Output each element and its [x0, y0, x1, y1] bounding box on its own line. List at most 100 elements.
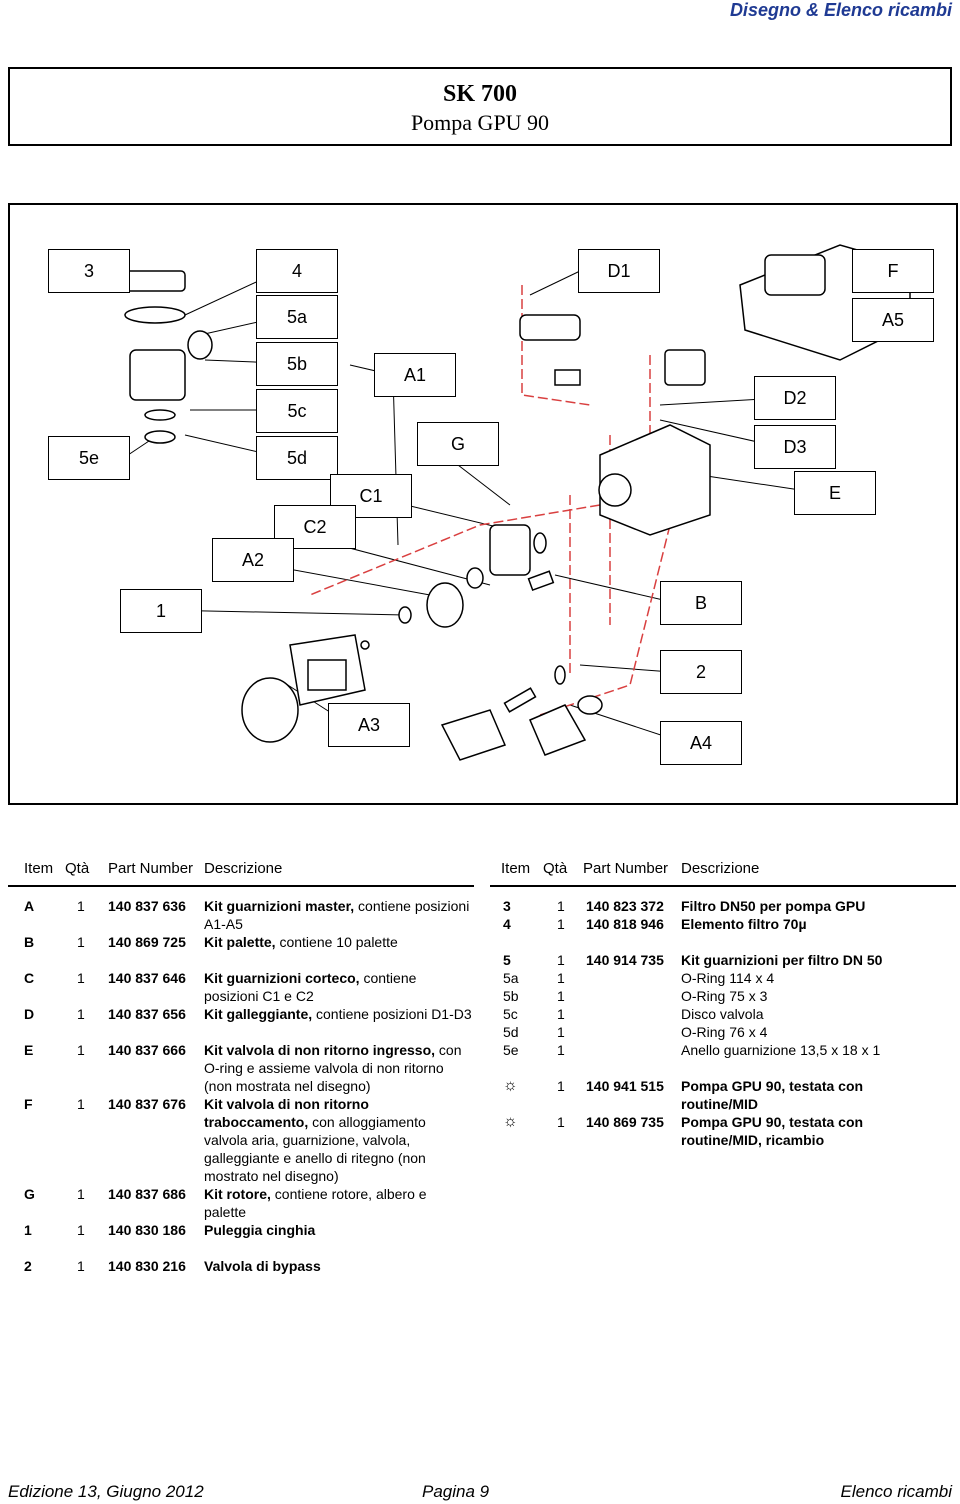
callout-5b: 5b: [256, 342, 338, 386]
col-header-item-left: Item: [24, 860, 54, 877]
header-rule-right: [490, 885, 956, 887]
row-item: 5e: [503, 1042, 519, 1058]
exploded-drawing-art: [124, 244, 911, 761]
row-item: E: [24, 1042, 34, 1058]
callout-E: E: [794, 471, 876, 515]
col-header-pn-left: Part Number: [108, 860, 194, 877]
row-item: ☼: [503, 1077, 518, 1094]
row-qta: 1: [557, 988, 565, 1004]
row-part-number: 140 837 646: [108, 970, 186, 986]
row-item: B: [24, 934, 35, 950]
row-part-number: 140 837 666: [108, 1042, 186, 1058]
row-part-number: 140 818 946: [586, 916, 664, 932]
row-part-number: 140 837 686: [108, 1186, 186, 1202]
row-part-number: 140 837 656: [108, 1006, 186, 1022]
row-item: C: [24, 970, 35, 986]
footer-page-number: Pagina 9: [422, 1482, 490, 1501]
callout-A4: A4: [660, 721, 742, 765]
row-part-number: 140 830 216: [108, 1258, 186, 1274]
row-item: 3: [503, 898, 511, 914]
header-rule-left: [8, 885, 474, 887]
callout-B: B: [660, 581, 742, 625]
row-description: Anello guarnizione 13,5 x 18 x 1: [681, 1042, 881, 1058]
callout-2: 2: [660, 650, 742, 694]
row-qta: 1: [557, 970, 565, 986]
row-part-number: 140 823 372: [586, 898, 664, 914]
callout-D1: D1: [578, 249, 660, 293]
row-description: Kit guarnizioni master, contiene posizio…: [204, 898, 470, 932]
row-item: 2: [24, 1258, 32, 1274]
callout-3: 3: [48, 249, 130, 293]
row-description: Kit palette, contiene 10 palette: [204, 934, 398, 950]
row-description: Kit valvola di non ritorno ingresso, con…: [204, 1042, 462, 1094]
row-description: Disco valvola: [681, 1006, 764, 1022]
row-description: O-Ring 76 x 4: [681, 1024, 768, 1040]
row-item: 1: [24, 1222, 32, 1238]
row-qta: 1: [557, 916, 565, 932]
callout-A1: A1: [374, 353, 456, 397]
callout-5d: 5d: [256, 436, 338, 480]
col-header-qta-left: Qtà: [65, 860, 90, 877]
callout-D2: D2: [754, 376, 836, 420]
callout-F: F: [852, 249, 934, 293]
callout-5a: 5a: [256, 295, 338, 339]
callout-G: G: [417, 422, 499, 466]
row-qta: 1: [557, 898, 565, 914]
row-qta: 1: [77, 1222, 85, 1238]
row-item: 4: [503, 916, 511, 932]
row-description: Puleggia cinghia: [204, 1222, 316, 1238]
row-part-number: 140 830 186: [108, 1222, 186, 1238]
row-description: Kit galleggiante, contiene posizioni D1-…: [204, 1006, 472, 1022]
document-subtitle: Pompa GPU 90: [410, 110, 550, 135]
row-qta: 1: [557, 1114, 565, 1130]
row-qta: 1: [557, 1006, 565, 1022]
row-description: Kit rotore, contiene rotore, albero e pa…: [204, 1186, 427, 1220]
row-item: 5: [503, 952, 511, 968]
callout-A3: A3: [328, 703, 410, 747]
callout-D3: D3: [754, 425, 836, 469]
page-header-title: Disegno & Elenco ricambi: [729, 0, 952, 20]
title-block: SK 700 Pompa GPU 90: [8, 67, 952, 146]
row-qta: 1: [77, 1258, 85, 1274]
row-qta: 1: [77, 970, 85, 986]
callout-4: 4: [256, 249, 338, 293]
row-description: Elemento filtro 70µ: [681, 916, 807, 932]
row-item: 5d: [503, 1024, 519, 1040]
row-description: Filtro DN50 per pompa GPU: [681, 898, 866, 914]
row-description: Kit guarnizioni per filtro DN 50: [681, 952, 883, 968]
row-part-number: 140 869 735: [586, 1114, 664, 1130]
row-item: A: [24, 898, 35, 914]
row-qta: 1: [77, 1096, 85, 1112]
callout-A5: A5: [852, 298, 934, 342]
row-part-number: 140 941 515: [586, 1078, 664, 1094]
col-header-pn-right: Part Number: [583, 860, 669, 877]
pump-parts: [124, 244, 911, 761]
row-qta: 1: [77, 898, 85, 914]
row-part-number: 140 869 725: [108, 934, 186, 950]
row-qta: 1: [77, 1186, 85, 1202]
col-header-desc-left: Descrizione: [204, 860, 283, 877]
col-header-desc-right: Descrizione: [681, 860, 760, 877]
row-qta: 1: [77, 1006, 85, 1022]
footer-section: Elenco ricambi: [840, 1482, 953, 1501]
row-part-number: 140 837 636: [108, 898, 186, 914]
footer-edition: Edizione 13, Giugno 2012: [8, 1482, 204, 1501]
row-qta: 1: [557, 1024, 565, 1040]
row-description: Pompa GPU 90, testata con routine/MID: [681, 1078, 864, 1112]
row-qta: 1: [77, 1042, 85, 1058]
callout-1: 1: [120, 589, 202, 633]
row-item: 5a: [503, 970, 519, 986]
row-description: O-Ring 75 x 3: [681, 988, 768, 1004]
row-item: ☼: [503, 1113, 518, 1130]
row-qta: 1: [77, 934, 85, 950]
row-item: 5c: [503, 1006, 518, 1022]
document-title: SK 700: [442, 81, 517, 107]
callout-5c: 5c: [256, 389, 338, 433]
callout-A2: A2: [212, 538, 294, 582]
row-description: O-Ring 114 x 4: [681, 970, 775, 986]
callout-C2: C2: [274, 505, 356, 549]
row-description: Kit guarnizioni corteco, contiene posizi…: [204, 970, 417, 1004]
exploded-drawing: 3 4 5a 5b 5c 5d 5e A1 G D1 F A5 D2 D3 E …: [8, 203, 958, 805]
row-item: F: [24, 1096, 33, 1112]
col-header-qta-right: Qtà: [543, 860, 568, 877]
